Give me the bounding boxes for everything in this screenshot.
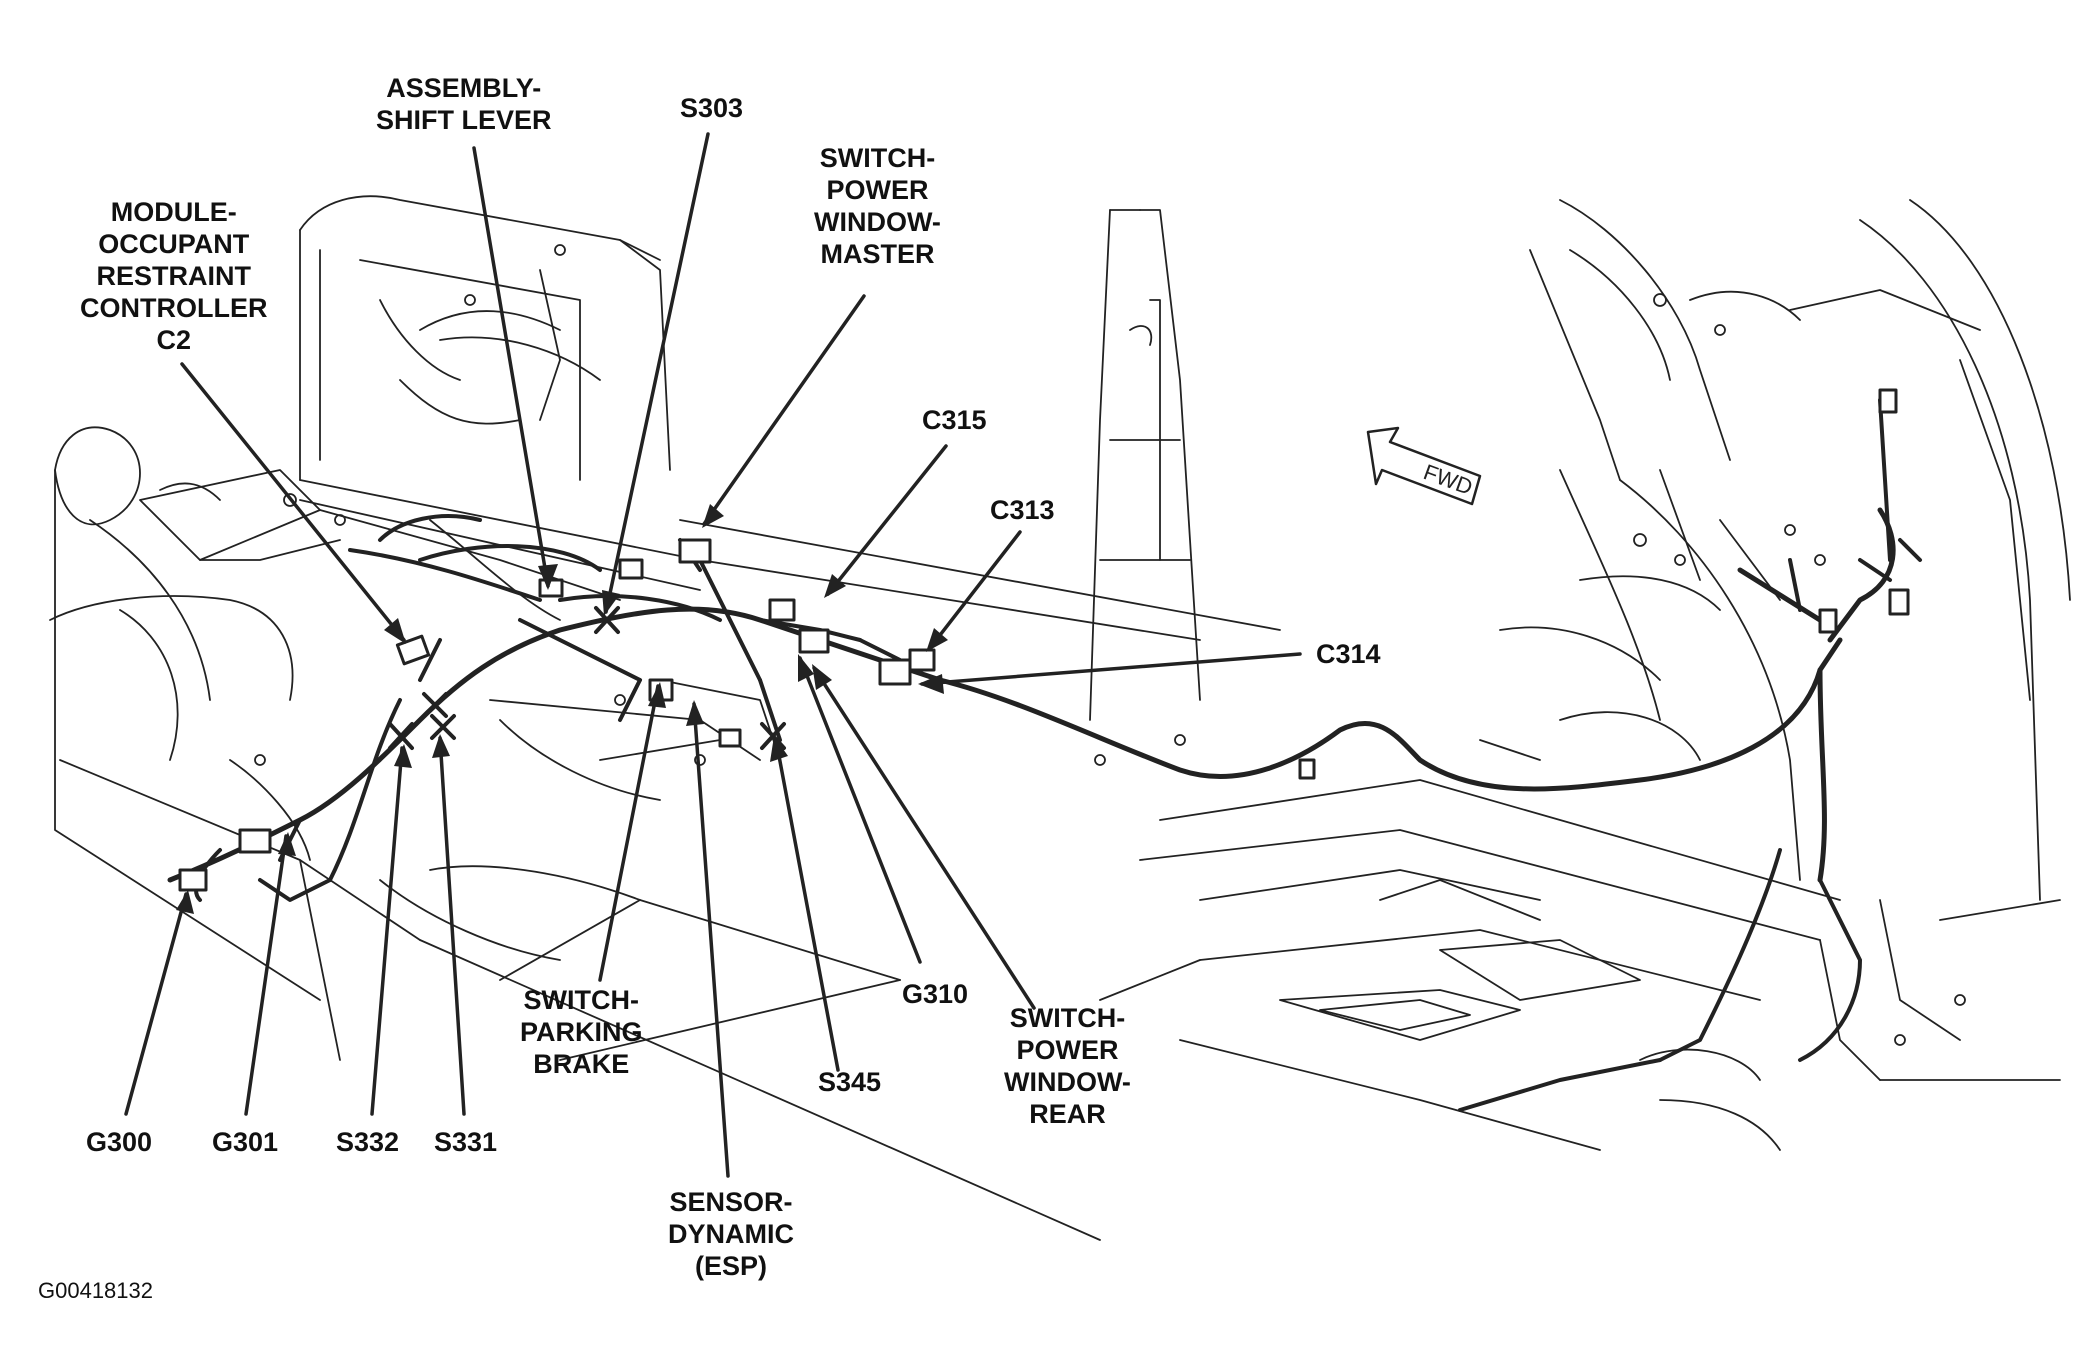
label-c313: C313 xyxy=(990,495,1055,525)
wiring-harness-branches xyxy=(194,398,1922,1112)
leader-switch-power-window-rear xyxy=(812,666,1036,1010)
label-s332: S332 xyxy=(336,1127,400,1157)
leader-s303 xyxy=(604,132,710,614)
label-s345: S345 xyxy=(818,1067,882,1097)
leader-switch-parking-brake xyxy=(598,684,660,982)
leader-s332 xyxy=(370,746,404,1116)
leader-sensor-dynamic xyxy=(692,702,730,1178)
label-switch-parking-brake: SWITCH- PARKING BRAKE xyxy=(520,985,643,1079)
label-switch-power-window-master: SWITCH- POWER WINDOW- MASTER xyxy=(814,143,941,269)
leader-g300 xyxy=(124,892,188,1116)
label-g310: G310 xyxy=(902,979,969,1009)
label-g301: G301 xyxy=(212,1127,279,1157)
leader-arrowheads xyxy=(176,504,948,914)
label-c314: C314 xyxy=(1316,639,1381,669)
label-assembly-shift-lever: ASSEMBLY- SHIFT LEVER xyxy=(376,73,552,135)
label-g300: G300 xyxy=(86,1127,153,1157)
label-c315: C315 xyxy=(922,405,987,435)
leader-module-occupant-restraint xyxy=(180,362,406,642)
splice-marks xyxy=(388,606,786,750)
leader-switch-power-window-master xyxy=(702,294,866,526)
leader-c315 xyxy=(826,444,948,596)
leader-s331 xyxy=(438,736,466,1116)
leader-assembly-shift-lever xyxy=(472,146,550,588)
leader-g310 xyxy=(798,656,922,964)
label-s303: S303 xyxy=(680,93,744,123)
leader-s345 xyxy=(774,738,840,1072)
leader-c314 xyxy=(920,652,1302,686)
label-module-occupant-restraint-controller: MODULE- OCCUPANT RESTRAINT CONTROLLER C2 xyxy=(80,197,268,355)
label-s331: S331 xyxy=(434,1127,498,1157)
leader-g301 xyxy=(244,834,288,1116)
fwd-arrow-icon xyxy=(1366,426,1482,506)
figure-id: G00418132 xyxy=(38,1278,153,1303)
leader-c313 xyxy=(928,530,1022,650)
leader-lines xyxy=(124,132,1302,1178)
label-sensor-dynamic-esp: SENSOR- DYNAMIC (ESP) xyxy=(668,1187,794,1281)
label-switch-power-window-rear: SWITCH- POWER WINDOW- REAR xyxy=(1004,1003,1131,1129)
